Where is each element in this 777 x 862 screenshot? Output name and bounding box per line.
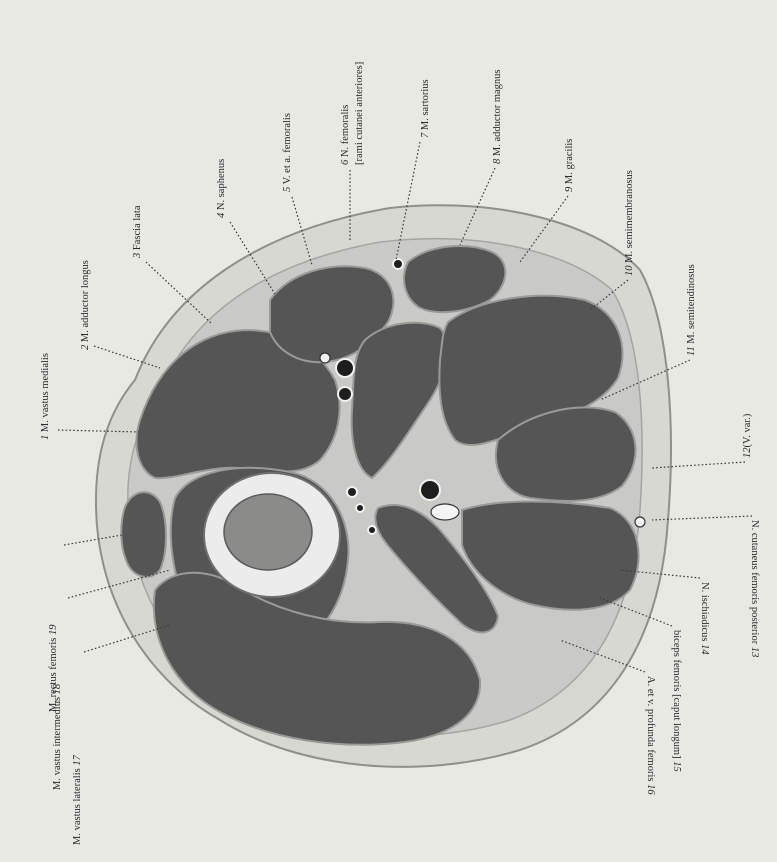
label-posterior-cutaneous-nerve: N. cutaneus femoris posterior 13 [749, 520, 760, 657]
svg-text:11 M. semitendinosus: 11 M. semitendinosus [686, 264, 697, 356]
femur-marrow [224, 494, 312, 570]
svg-text:biceps femoris [caput longum]: biceps femoris [caput longum] 15 [671, 630, 682, 772]
label-biceps-femoris: biceps femoris [caput longum] 15 [671, 630, 682, 772]
label-semitendinosus: 11 M. semitendinosus [686, 264, 697, 356]
svg-text:N. cutaneus femoris posterior: N. cutaneus femoris posterior 13 [749, 520, 760, 657]
label-femoral-nerve: 6 N. femoralis [rami cutanei anteriores] [340, 62, 365, 165]
label-adductor-magnus: 8 M. adductor magnus [492, 70, 503, 165]
svg-text:[rami cutanei anteriores]: [rami cutanei anteriores] [354, 62, 365, 165]
label-profunda-femoris: A. et v. profunda femoris 16 [645, 676, 656, 795]
label-fascia-lata: 3 Fascia lata [132, 205, 143, 259]
svg-text:9 M. gracilis: 9 M. gracilis [564, 139, 575, 192]
femoral-vessel-secondary [338, 387, 352, 401]
svg-text:M. vastus lateralis 17: M. vastus lateralis 17 [72, 754, 83, 845]
svg-text:8 M. adductor magnus: 8 M. adductor magnus [492, 70, 503, 165]
profunda-femoris-vessel-2 [356, 504, 364, 512]
svg-text:5 V. et a. femoralis: 5 V. et a. femoralis [282, 113, 293, 192]
svg-text:2 M. adductor longus: 2 M. adductor longus [80, 260, 91, 350]
label-vastus-intermedius: M. vastus intermedius 18 [52, 683, 63, 790]
svg-text:3 Fascia lata: 3 Fascia lata [132, 205, 143, 259]
label-vastus-medialis: 1 M. vastus medialis [40, 353, 51, 440]
svg-text:6 N. femoralis: 6 N. femoralis [340, 105, 351, 165]
profunda-femoris-vessel-3 [368, 526, 376, 534]
label-saphenous-nerve: 4 N. saphenus [216, 159, 227, 218]
label-vastus-lateralis: M. vastus lateralis 17 [72, 754, 83, 845]
femoral-vein-and-artery [336, 359, 354, 377]
label-gracilis: 9 M. gracilis [564, 139, 575, 192]
svg-text:12(V. var.): 12(V. var.) [742, 413, 753, 458]
svg-text:1 M. vastus medialis: 1 M. vastus medialis [40, 353, 51, 440]
svg-text:N. ischiadicus 14: N. ischiadicus 14 [699, 582, 710, 655]
label-adductor-longus: 2 M. adductor longus [80, 260, 91, 350]
label-vena-variant: 12(V. var.) [742, 413, 753, 458]
sciatic-nerve-sheath [431, 504, 459, 520]
label-semimembranosus: 10 M. semimembranosus [624, 170, 635, 276]
sartorius-vessel [393, 259, 403, 269]
svg-text:4 N. saphenus: 4 N. saphenus [216, 159, 227, 218]
svg-text:M. vastus intermedius 18: M. vastus intermedius 18 [52, 683, 63, 790]
sciatic-nerve [420, 480, 440, 500]
label-sartorius: 7 M. sartorius [420, 79, 431, 138]
rectus-femoris-muscle [121, 492, 166, 577]
profunda-femoris-vessels [347, 487, 357, 497]
svg-text:10 M. semimembranosus: 10 M. semimembranosus [624, 170, 635, 276]
posterior-cutaneous-nerve [635, 517, 645, 527]
svg-text:A. et v. profunda femoris 16: A. et v. profunda femoris 16 [645, 676, 656, 795]
svg-text:7 M. sartorius: 7 M. sartorius [420, 79, 431, 138]
label-sciatic-nerve: N. ischiadicus 14 [699, 582, 710, 655]
saphenous-nerve [320, 353, 330, 363]
label-femoral-vessels: 5 V. et a. femoralis [282, 113, 293, 192]
